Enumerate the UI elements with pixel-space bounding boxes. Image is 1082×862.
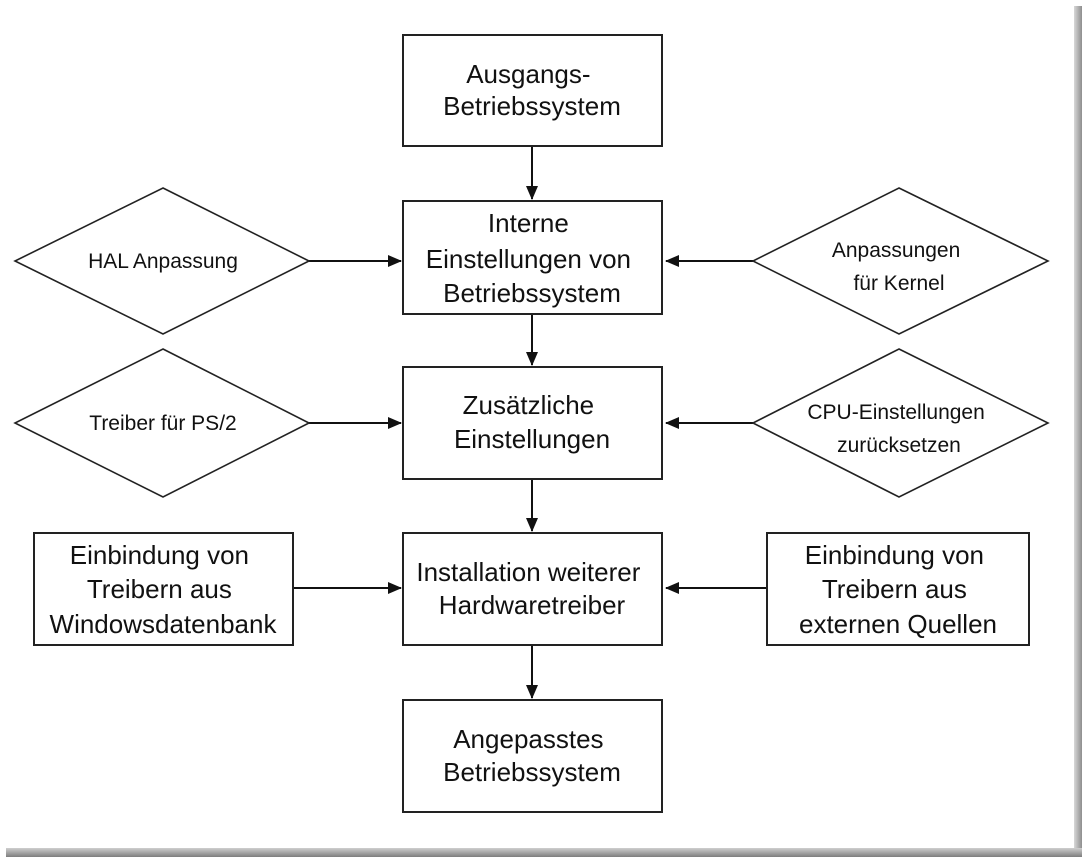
node-external-line: Einbindung von xyxy=(805,540,984,570)
node-ps2-diamond xyxy=(13,348,311,498)
node-additional-line: Zusätzliche xyxy=(463,390,595,420)
node-kernel-diamond xyxy=(751,187,1050,335)
node-internal-line: Interne xyxy=(488,208,569,238)
node-external-line: externen Quellen xyxy=(799,609,997,639)
node-external: Einbindung von Treibern aus externen Que… xyxy=(766,532,1030,646)
node-windb-box xyxy=(33,532,294,646)
node-kernel-line: Anpassungen xyxy=(832,239,960,262)
node-install-line: Hardwaretreiber xyxy=(439,590,626,620)
node-windb-line: Windowsdatenbank xyxy=(50,609,278,639)
node-internal: Interne Einstellungen von Betriebssystem xyxy=(402,200,663,315)
node-hal-diamond xyxy=(13,187,311,335)
node-hal: HAL Anpassung xyxy=(13,187,311,335)
svg-text:HAL Anpassung: HAL Anpassung xyxy=(88,250,238,273)
svg-text:CPU-Einstellungen zurü: CPU-Einstellungen zurücksetzen xyxy=(807,401,990,457)
node-cpu-line: CPU-Einstellungen xyxy=(807,401,984,424)
frame-shadow-bottom xyxy=(6,848,1082,857)
node-internal-box xyxy=(402,200,663,315)
node-start-box xyxy=(402,34,663,147)
svg-text:Anpassungen für Kernel: Anpassungen für Kernel xyxy=(832,239,966,295)
svg-text:Treiber für PS/2: Treiber für PS/2 xyxy=(89,412,236,435)
svg-text:Einbindung von Treiber: Einbindung von Treibern aus Windowsdaten… xyxy=(50,540,278,639)
svg-text:Einbindung von Treiber: Einbindung von Treibern aus externen Que… xyxy=(799,540,997,639)
node-kernel: Anpassungen für Kernel xyxy=(751,187,1050,335)
node-internal-line: Betriebssystem xyxy=(443,278,621,308)
node-hal-line: HAL Anpassung xyxy=(88,250,238,273)
node-kernel-line: für Kernel xyxy=(853,272,944,295)
frame-shadow-right xyxy=(1074,6,1082,857)
node-install-line: Installation weiterer xyxy=(416,557,640,587)
node-windb-line: Einbindung von xyxy=(70,540,249,570)
node-install: Installation weiterer Hardwaretreiber xyxy=(402,532,663,646)
node-windb-line: Treibern aus xyxy=(87,574,232,604)
node-ps2-line: Treiber für PS/2 xyxy=(89,412,236,435)
node-start-line: Betriebssystem xyxy=(443,91,621,121)
node-external-line: Treibern aus xyxy=(822,574,967,604)
node-additional-line: Einstellungen xyxy=(454,424,610,454)
node-cpu-line: zurücksetzen xyxy=(837,434,961,457)
svg-text:Zusätzliche Einstellun: Zusätzliche Einstellungen xyxy=(454,390,610,454)
node-additional-box xyxy=(402,366,663,480)
node-end: Angepasstes Betriebssystem xyxy=(402,699,663,813)
svg-text:Interne Einstellungen: Interne Einstellungen von Betriebssystem xyxy=(426,208,639,308)
node-additional: Zusätzliche Einstellungen xyxy=(402,366,663,480)
node-end-line: Angepasstes xyxy=(453,724,603,754)
edges xyxy=(293,146,767,699)
node-end-box xyxy=(402,699,663,813)
node-end-line: Betriebssystem xyxy=(443,757,621,787)
svg-text:Angepasstes Betriebssy: Angepasstes Betriebssystem xyxy=(443,724,621,787)
node-windb: Einbindung von Treibern aus Windowsdaten… xyxy=(33,532,294,646)
node-internal-line: Einstellungen von xyxy=(426,244,631,274)
node-start: Ausgangs- Betriebssystem xyxy=(402,34,663,147)
node-cpu-diamond xyxy=(751,348,1050,498)
node-start-line: Ausgangs- xyxy=(466,59,590,89)
svg-text:Installation weiterer: Installation weiterer Hardwaretreiber xyxy=(416,557,647,620)
node-install-box xyxy=(402,532,663,646)
node-external-box xyxy=(766,532,1030,646)
svg-text:Ausgangs- Betriebssyst: Ausgangs- Betriebssystem xyxy=(443,59,621,121)
node-ps2: Treiber für PS/2 xyxy=(13,348,311,498)
node-cpu: CPU-Einstellungen zurücksetzen xyxy=(751,348,1050,498)
